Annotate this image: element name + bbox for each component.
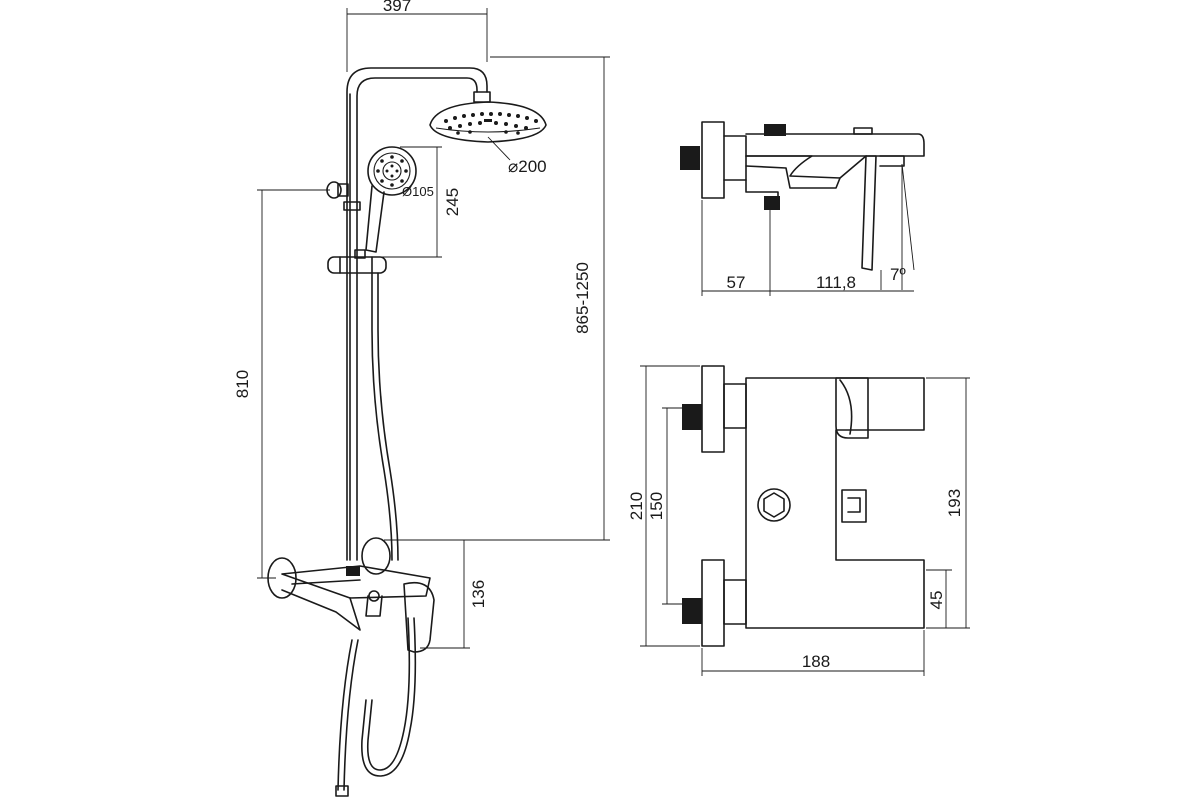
dimension-overhead-reach: 397 xyxy=(346,0,488,72)
dimension-inlet-spacing: 150 xyxy=(647,407,690,605)
label-body-height: 193 xyxy=(945,489,964,517)
mixer-front-view: 210 150 193 45 188 xyxy=(627,365,970,676)
label-front-height: 210 xyxy=(627,492,646,520)
upper-wall-bracket xyxy=(326,181,361,211)
label-inlet-spacing: 150 xyxy=(647,492,666,520)
shower-system-view: 397 ⌀200 xyxy=(233,0,610,797)
dimension-rail-height: 810 xyxy=(233,189,330,579)
label-side-wall-offset: 57 xyxy=(727,273,746,292)
shower-hose xyxy=(335,272,417,797)
bath-mixer xyxy=(267,537,435,653)
label-mixer-height: 136 xyxy=(469,580,488,608)
dimension-front-height: 210 xyxy=(627,365,700,647)
dimension-base-height: 45 xyxy=(926,569,952,628)
dimension-hand-shower-height: 245 xyxy=(380,146,462,258)
hand-shower: Ø105 xyxy=(365,146,434,253)
overhead-shower-head: ⌀200 xyxy=(429,91,547,176)
dimension-front-width: 188 xyxy=(701,630,925,676)
label-side-spout-length: 111,8 xyxy=(816,273,856,292)
riser-pipe xyxy=(346,67,488,561)
overhead-nozzles xyxy=(444,112,538,135)
label-spout-angle: 7º xyxy=(890,265,906,284)
label-base-height: 45 xyxy=(927,591,946,610)
label-height-range: 865-1250 xyxy=(573,262,592,334)
label-front-width: 188 xyxy=(802,652,830,671)
slider-bracket xyxy=(327,249,387,274)
dimension-body-height: 193 xyxy=(926,377,970,629)
label-overhead-reach: 397 xyxy=(383,0,411,15)
dimension-mixer-height: 136 xyxy=(384,539,488,649)
mixer-side-view: 57 111,8 7º xyxy=(680,121,925,296)
dimension-side-offsets: 57 111,8 7º xyxy=(701,200,914,296)
label-overhead-diameter: ⌀200 xyxy=(508,157,547,176)
label-hand-shower-diameter: Ø105 xyxy=(402,184,434,199)
dimension-height-range: 865-1250 xyxy=(392,56,610,541)
label-rail-height: 810 xyxy=(233,370,252,398)
hex-socket xyxy=(757,488,791,522)
label-hand-shower-height: 245 xyxy=(443,188,462,216)
